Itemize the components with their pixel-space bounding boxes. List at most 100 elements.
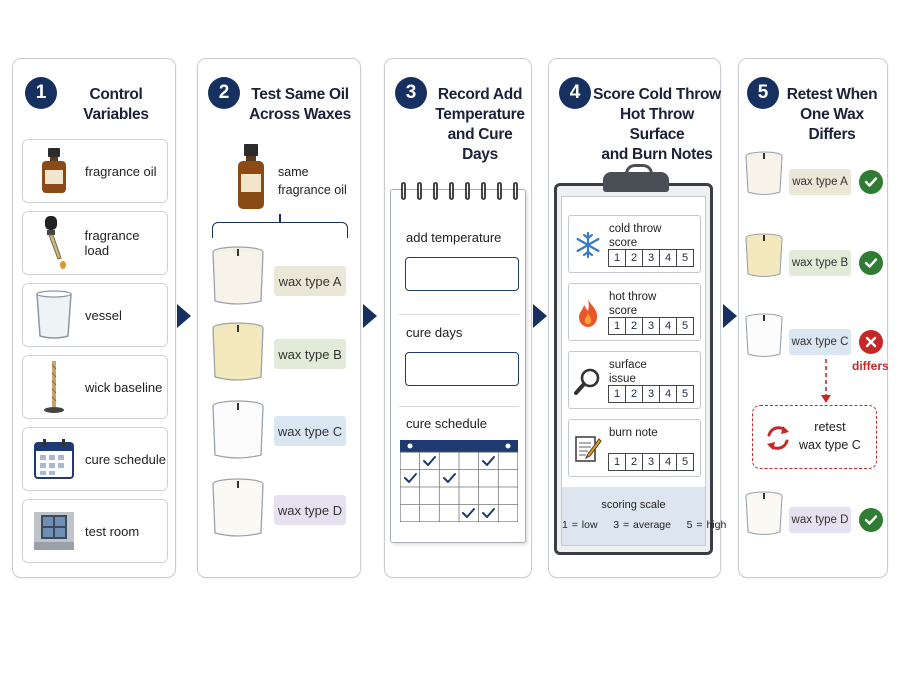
add-temperature-field[interactable] — [405, 257, 519, 291]
score-option[interactable]: 2 — [625, 249, 643, 267]
check-icon — [859, 508, 883, 532]
score-option[interactable]: 2 — [625, 317, 643, 335]
magnifier-icon — [573, 366, 603, 396]
wax-label-c: wax type C — [274, 416, 346, 446]
candle-icon — [210, 245, 266, 312]
wick-icon — [23, 359, 85, 415]
step-badge: 2 — [208, 77, 240, 109]
cure-days-field[interactable] — [405, 352, 519, 386]
candle-icon — [744, 313, 784, 364]
score-option[interactable]: 2 — [625, 385, 643, 403]
step-badge: 4 — [559, 77, 591, 109]
score-option[interactable]: 3 — [642, 385, 660, 403]
score-option[interactable]: 4 — [659, 385, 677, 403]
score-option[interactable]: 5 — [676, 385, 694, 403]
wax-label-a: wax type A — [789, 169, 851, 195]
dashed-arrow — [820, 359, 832, 410]
control-item: fragrance oil — [22, 139, 168, 203]
snowflake-icon — [573, 230, 603, 260]
grouping-bracket — [212, 214, 348, 238]
dropper-icon — [23, 216, 85, 270]
score-option[interactable]: 3 — [642, 453, 660, 471]
amber-bottle-icon — [23, 148, 85, 194]
step-badge: 1 — [25, 77, 57, 109]
score-option[interactable]: 1 — [608, 249, 626, 267]
score-option[interactable]: 4 — [659, 249, 677, 267]
flow-arrow — [177, 304, 191, 328]
score-option[interactable]: 1 — [608, 385, 626, 403]
amber-bottle-icon — [236, 144, 266, 215]
score-option[interactable]: 5 — [676, 249, 694, 267]
flow-arrow — [723, 304, 737, 328]
check-icon — [859, 251, 883, 275]
refresh-icon — [763, 423, 793, 458]
score-option[interactable]: 2 — [625, 453, 643, 471]
score-option[interactable]: 4 — [659, 317, 677, 335]
score-option[interactable]: 5 — [676, 453, 694, 471]
window-room-icon — [23, 510, 85, 552]
score-option[interactable]: 1 — [608, 453, 626, 471]
add-temperature-label: add temperature — [406, 230, 502, 245]
x-icon — [859, 330, 883, 354]
candle-icon — [210, 477, 266, 544]
clipboard-clip — [603, 164, 669, 192]
wax-label-d: wax type D — [274, 495, 346, 525]
wax-label-c: wax type C — [789, 329, 851, 355]
score-option[interactable]: 4 — [659, 453, 677, 471]
wax-label-d: wax type D — [789, 507, 851, 533]
control-item: test room — [22, 499, 168, 563]
candle-icon — [210, 399, 266, 466]
candle-icon — [744, 233, 784, 284]
score-option[interactable]: 5 — [676, 317, 694, 335]
step-badge: 3 — [395, 77, 427, 109]
step-badge: 5 — [747, 77, 779, 109]
calendar-icon — [23, 438, 85, 480]
scoring-scale-title: scoring scale — [601, 499, 666, 511]
control-item: fragrance load — [22, 211, 168, 275]
note-pencil-icon — [573, 434, 603, 464]
wax-label-a: wax type A — [274, 266, 346, 296]
check-icon — [859, 170, 883, 194]
scoring-scale-values: 1 = low 3 = average 5 = high — [562, 519, 727, 531]
candle-icon — [210, 321, 266, 388]
cure-schedule-grid — [399, 440, 519, 527]
control-item: wick baseline — [22, 355, 168, 419]
candle-icon — [744, 491, 784, 542]
cure-days-label: cure days — [406, 325, 463, 340]
differs-label: differs — [852, 359, 889, 373]
score-option[interactable]: 3 — [642, 249, 660, 267]
score-option[interactable]: 3 — [642, 317, 660, 335]
cure-schedule-label: cure schedule — [406, 416, 487, 431]
control-item: vessel — [22, 283, 168, 347]
scoring-scale: scoring scale 1 = low 3 = average 5 = hi… — [562, 487, 727, 545]
control-item: cure schedule — [22, 427, 168, 491]
score-option[interactable]: 1 — [608, 317, 626, 335]
flow-arrow — [533, 304, 547, 328]
flow-arrow — [363, 304, 377, 328]
candle-icon — [744, 151, 784, 202]
notepad: add temperature cure days cure schedule — [390, 182, 526, 543]
flame-icon — [573, 298, 603, 328]
wax-label-b: wax type B — [789, 250, 851, 276]
